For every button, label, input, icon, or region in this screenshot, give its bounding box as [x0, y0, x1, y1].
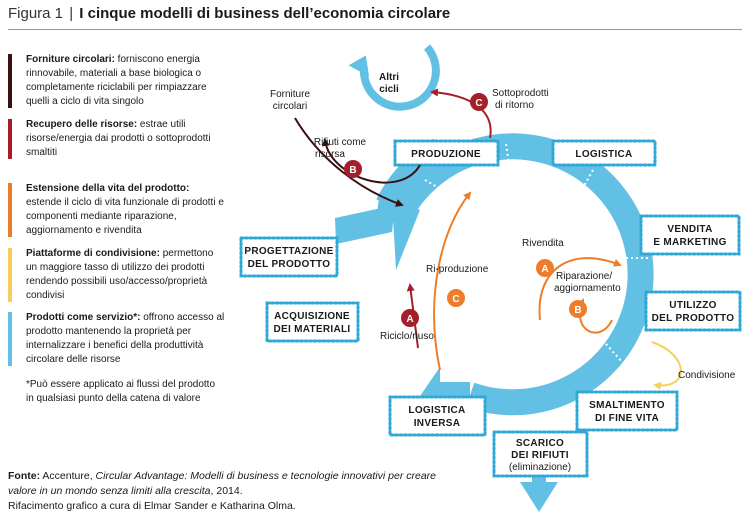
- box-vendita-marketing: [639, 214, 741, 256]
- label-dei-rifiuti: DEI RIFIUTI: [511, 450, 569, 461]
- box-utilizzo-prodotto: [644, 290, 742, 332]
- forniture-label-2: circolari: [273, 101, 307, 112]
- forniture-circolari-arrow: [294, 117, 404, 207]
- legend-item-piattaforme: Piattaforme di condivisione: permettono …: [8, 247, 226, 303]
- marker-c-orange: [447, 289, 465, 307]
- figure-heading: I cinque modelli di business dell’econom…: [79, 5, 451, 22]
- legend-heading: Piattaforme di condivisione:: [26, 248, 160, 259]
- riciclo-label: Riciclo/riuso: [380, 331, 434, 342]
- box-smaltimento: [575, 390, 679, 432]
- legend-bar: [8, 312, 12, 366]
- marker-b-dark: [344, 160, 362, 178]
- legend-text: offrono accesso al prodotto mantenendo l…: [26, 312, 225, 365]
- legend-heading: Estensione della vita del prodotto:: [26, 183, 190, 194]
- legend-heading: Recupero delle risorse:: [26, 119, 138, 130]
- label-scarico: SCARICO: [516, 438, 564, 449]
- marker-a-red: [401, 309, 419, 327]
- marker-c-red-label: C: [475, 98, 482, 109]
- source-note: Fonte: Accenture, Circular Advantage: Mo…: [8, 469, 438, 514]
- marker-b-dark-label: B: [349, 165, 356, 176]
- legend-heading: Forniture circolari:: [26, 54, 115, 65]
- box-logistica: [551, 139, 657, 167]
- altri-cicli-label: Altri: [379, 72, 399, 83]
- legend-text: estrae utili risorse/energia dai prodott…: [26, 119, 211, 158]
- rivendita-label: Rivendita: [522, 238, 564, 249]
- riproduzione-label: Ri-produzione: [426, 264, 489, 275]
- marker-b-orange-label: B: [574, 305, 581, 316]
- condivisione-label: Condivisione: [678, 370, 736, 381]
- main-cycle-wheel: [335, 133, 654, 512]
- legend-text: estende il ciclo di vita funzionale di p…: [26, 197, 224, 236]
- sottoprodotti-label-1: Sottoprodotti: [492, 88, 549, 99]
- legend-text: forniscono energia rinnovabile, material…: [26, 54, 207, 107]
- rifiuti-label-1: Rifiuti come: [314, 137, 367, 148]
- box-progettazione-prodotto: [239, 236, 339, 278]
- label-smaltimento: SMALTIMENTO: [589, 400, 665, 411]
- rifiuti-risorsa-arrow: [321, 138, 421, 184]
- marker-c-orange-label: C: [452, 294, 459, 305]
- source-year: , 2014.: [210, 485, 243, 497]
- label-del-prodotto-prog: DEL PRODOTTO: [248, 259, 331, 270]
- label-acquisizione: ACQUISIZIONE: [274, 311, 350, 322]
- label-produzione: PRODUZIONE: [411, 149, 481, 160]
- legend-bar: [8, 248, 12, 302]
- box-produzione: [393, 139, 500, 167]
- altri-cicli-loop: [348, 44, 440, 111]
- legend-bar: [8, 183, 12, 237]
- label-logistica: LOGISTICA: [575, 149, 632, 160]
- legend-bar: [8, 119, 12, 159]
- marker-a-orange-label: A: [541, 264, 548, 275]
- label-logistica-inv: LOGISTICA: [408, 405, 465, 416]
- sottoprodotti-label-2: di ritorno: [495, 100, 534, 111]
- riparazione-label-2: aggiornamento: [554, 283, 621, 294]
- legend-heading: Prodotti come servizio*:: [26, 312, 141, 323]
- source-heading: Fonte:: [8, 470, 41, 482]
- figure-title: Figura 1 | I cinque modelli di business …: [8, 5, 450, 22]
- marker-b-orange: [569, 300, 587, 318]
- title-separator: |: [69, 5, 74, 22]
- altri-cicli-label-2: cicli: [379, 84, 399, 95]
- label-progettazione: PROGETTAZIONE: [244, 246, 333, 257]
- label-vendita: VENDITA: [667, 224, 712, 235]
- rifiuti-label-2: risorsa: [315, 149, 345, 160]
- label-eliminazione: (eliminazione): [509, 462, 571, 473]
- source-credit: Rifacimento grafico a cura di Elmar Sand…: [8, 500, 296, 512]
- label-inversa: INVERSA: [414, 418, 461, 429]
- title-divider: [8, 29, 742, 30]
- label-marketing: E MARKETING: [653, 237, 726, 248]
- source-author: Accenture,: [40, 470, 96, 482]
- figure-label: Figura 1: [8, 5, 64, 22]
- legend-item-recupero: Recupero delle risorse: estrae utili ris…: [8, 118, 226, 160]
- legend-item-estensione: Estensione della vita del prodotto: este…: [8, 182, 226, 238]
- box-acquisizione-materiali: [265, 301, 360, 343]
- label-utilizzo: UTILIZZO: [669, 300, 716, 311]
- box-scarico-rifiuti: [492, 430, 589, 478]
- marker-a-orange: [536, 259, 554, 277]
- riproduzione-arrow: [433, 191, 472, 371]
- marker-c-red: [470, 93, 488, 111]
- label-dei-materiali: DEI MATERIALI: [273, 324, 350, 335]
- rivendita-arrow: [538, 257, 622, 321]
- label-del-prodotto: DEL PRODOTTO: [652, 313, 735, 324]
- label-fine-vita: DI FINE VITA: [595, 413, 659, 424]
- marker-a-red-label: A: [406, 314, 413, 325]
- source-book-title: Circular Advantage: Modelli di business …: [8, 470, 436, 497]
- legend-item-prodotti-servizio: Prodotti come servizio*: offrono accesso…: [8, 311, 226, 367]
- condivisione-arrow: [651, 341, 682, 390]
- box-logistica-inversa: [388, 395, 487, 437]
- legend-item-forniture: Forniture circolari: forniscono energia …: [8, 53, 226, 109]
- legend-text: permettono un maggiore tasso di utilizzo…: [26, 248, 214, 301]
- legend-footnote: *Può essere applicato ai flussi del prod…: [26, 379, 216, 404]
- legend-bar: [8, 54, 12, 108]
- forniture-label-1: Forniture: [270, 89, 310, 100]
- riparazione-label-1: Riparazione/: [556, 271, 612, 282]
